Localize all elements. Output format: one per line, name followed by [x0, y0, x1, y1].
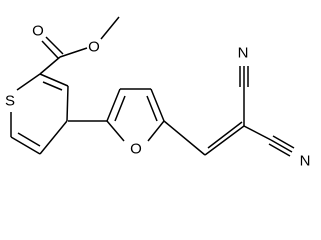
chemical-structure-diagram: S O O O N N: [5, 16, 311, 170]
bond-c4-c5: [39, 120, 68, 155]
bond-f1-f2: [106, 88, 121, 122]
atom-label-nitrile-n-top: N: [238, 45, 249, 62]
bond-o-f1: [106, 120, 125, 142]
atom-label-sulfur: S: [5, 93, 15, 110]
bond-c2-carbonyl: [39, 56, 61, 75]
atom-label-nitrile-n-bottom: N: [300, 153, 311, 170]
atom-label-ring-oxygen: O: [130, 141, 142, 158]
bond-vinyl-double-b: [207, 121, 243, 149]
bond-furan-vinyl: [163, 120, 206, 156]
bond-f4-o: [147, 120, 165, 142]
bond-f3-f4: [150, 88, 165, 122]
atom-label-ester-oxygen: O: [88, 39, 100, 56]
bond-s-c2: [16, 73, 41, 91]
bond-vinyl-double-a: [204, 125, 245, 156]
bond-vinyl-cn-bottom: [243, 125, 272, 141]
dicyanovinyl-group: [163, 66, 295, 157]
bond-ester-o-methyl: [100, 16, 120, 40]
atom-label-carbonyl-oxygen: O: [32, 23, 44, 40]
furan-ring: [106, 88, 165, 142]
bond-f3-f4-double: [146, 95, 158, 122]
thiophene-ring: [10, 73, 69, 155]
bond-f1-f2-double: [114, 95, 126, 122]
bond-c3-c4: [66, 85, 69, 122]
bond-c5-c6-double: [17, 132, 41, 147]
bond-carbonyl-ester-o: [59, 47, 88, 58]
bond-c2-c3: [39, 73, 69, 87]
bond-cn-bottom-triple-c: [268, 143, 291, 157]
bond-cn-bottom-triple-a: [272, 135, 295, 149]
bond-c2-c3-double: [42, 81, 63, 91]
bond-c5-c6: [10, 136, 41, 155]
bond-carbonyl-o-double-b: [45, 36, 64, 55]
bond-cn-bottom-triple-b: [270, 139, 293, 153]
bond-carbonyl-o-double-a: [41, 40, 59, 59]
methyl-ester-group: [39, 16, 120, 75]
